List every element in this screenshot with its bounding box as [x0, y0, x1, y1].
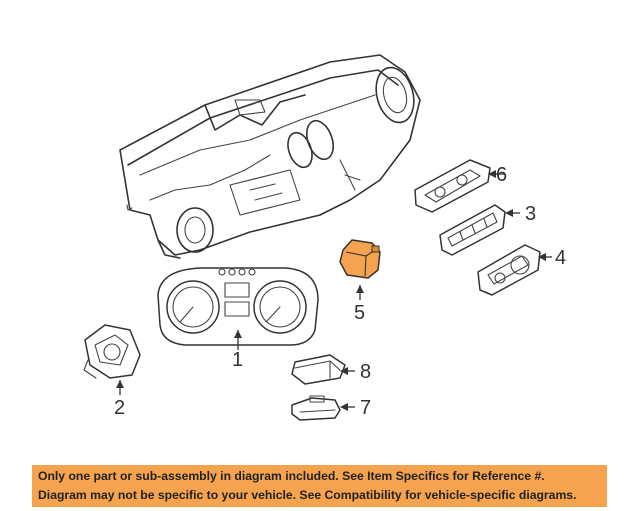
callout-5: 5 [354, 302, 365, 324]
callout-4: 4 [555, 247, 566, 269]
control-knob-part [477, 244, 552, 296]
dashboard-panel [119, 54, 421, 259]
callout-7: 7 [360, 397, 371, 419]
callout-1: 1 [232, 349, 243, 371]
module-bracket-part [291, 354, 355, 385]
highlighted-switch-part [339, 239, 381, 300]
callout-2: 2 [114, 397, 125, 419]
disclaimer-line-2: Diagram may not be specific to your vehi… [38, 488, 577, 502]
callout-6: 6 [496, 164, 507, 186]
instrument-cluster-part [157, 267, 319, 350]
callout-3: 3 [525, 203, 536, 225]
callout-8: 8 [360, 361, 371, 383]
climate-control-part [414, 159, 505, 213]
switch-panel-part [439, 204, 520, 256]
small-switch-part [291, 395, 355, 421]
headlamp-switch-part [83, 324, 141, 395]
disclaimer-banner: Only one part or sub-assembly in diagram… [32, 465, 607, 507]
disclaimer-line-1: Only one part or sub-assembly in diagram… [38, 469, 545, 483]
